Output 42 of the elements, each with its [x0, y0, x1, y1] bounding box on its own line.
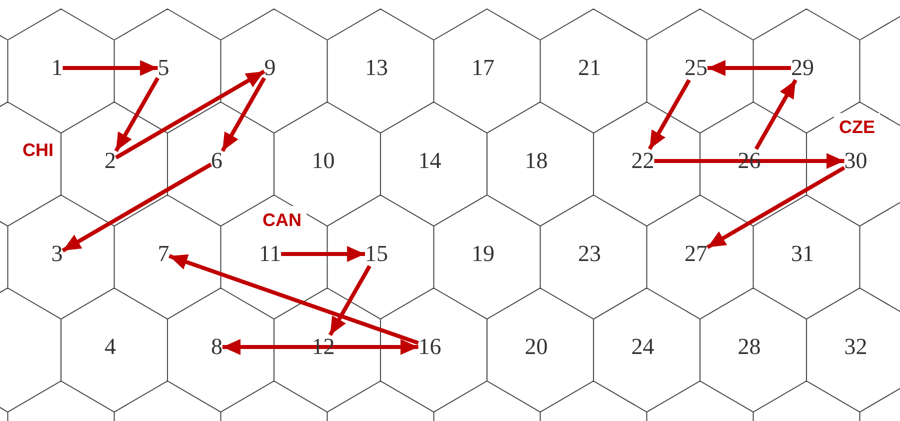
cell-number: 17	[472, 56, 494, 80]
cell-number: 16	[418, 335, 442, 359]
arrow	[62, 162, 212, 252]
cell-number: 25	[684, 56, 708, 80]
cell-number: 22	[631, 149, 654, 173]
arrow	[754, 79, 798, 150]
cell-number: 23	[578, 242, 601, 266]
arrow	[706, 166, 846, 250]
arrow	[62, 60, 158, 76]
cell-number: 14	[418, 149, 442, 173]
cell-number: 24	[631, 335, 654, 359]
cell-number: 10	[312, 149, 335, 173]
cell-number: 28	[738, 335, 761, 359]
cell-number: 21	[578, 56, 601, 80]
arrow	[328, 265, 372, 336]
cell-number: 18	[524, 149, 548, 173]
arrow	[220, 77, 266, 152]
cell-number: 31	[791, 242, 814, 266]
cell-number: 8	[211, 335, 222, 359]
cell-number: 29	[791, 56, 814, 80]
cell-number: 30	[844, 149, 868, 173]
arrow	[115, 70, 266, 160]
arrow	[168, 254, 419, 345]
cell-number: 3	[51, 242, 63, 266]
arrow	[281, 246, 365, 262]
cell-number: 9	[264, 56, 276, 80]
arrow	[114, 77, 160, 152]
cell-number: 7	[158, 242, 170, 266]
cell-number: 2	[104, 149, 116, 173]
cell-number: 27	[684, 242, 708, 266]
arrow	[648, 79, 691, 150]
cell-number: 6	[211, 149, 222, 173]
cell-number: 5	[158, 56, 170, 80]
cell-number: 20	[524, 335, 548, 359]
cell-number: 11	[258, 242, 282, 266]
cell-number: 32	[844, 335, 868, 359]
cell-number: 19	[472, 242, 494, 266]
cell-number: 4	[104, 335, 116, 359]
cell-number: 15	[365, 242, 388, 266]
cell-number: 13	[365, 56, 388, 80]
cell-number: 1	[51, 56, 63, 80]
arrow	[708, 60, 791, 76]
